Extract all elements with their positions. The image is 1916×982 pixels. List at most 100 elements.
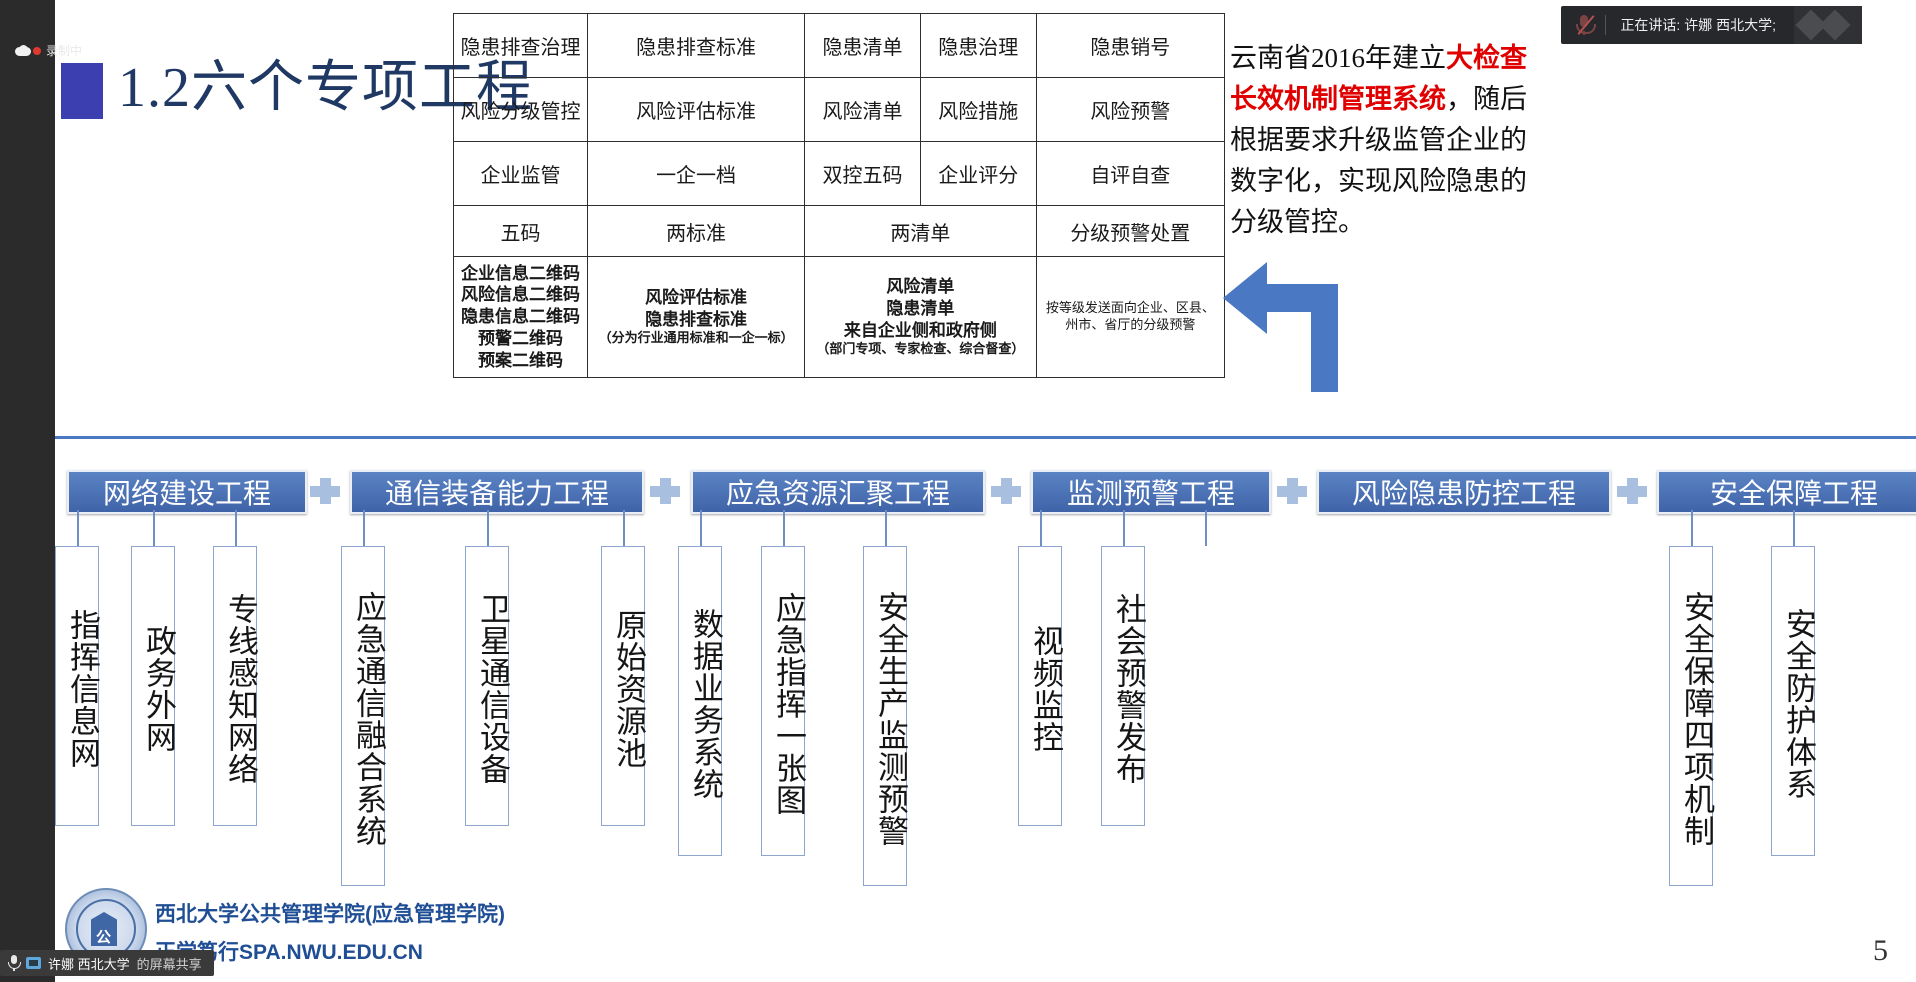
note-part2: ，随后根据要求升级监管企业的数字化，实现风险隐患的分级管控。 [1230,84,1527,238]
leaf-box-1-0: 应急通信融合系统 [341,546,386,886]
mic-muted-icon [1575,13,1597,37]
project-bar-2[interactable]: 应急资源汇聚工程 [691,470,985,514]
project-bar-5[interactable]: 安全保障工程 [1657,470,1916,514]
project-bar-label-2: 应急资源汇聚工程 [725,479,950,510]
recording-indicator[interactable]: 录制中 [15,42,82,59]
cell-r1c2: 隐患排查标准 [587,13,806,78]
footer-line-2: 正学笃行SPA.NWU.EDU.CN [155,941,423,964]
stub [1123,510,1125,546]
leaf-box-0-2: 专线感知网络 [213,546,258,826]
screen-share-icon [26,957,41,969]
cell-r2c3: 风险清单 [804,77,921,142]
leaf-box-3-1: 视频监控 [1018,546,1063,826]
table-row: 风险分级管控 风险评估标准 风险清单 风险措施 风险预警 [452,77,1226,142]
plus-icon-4 [1617,478,1647,504]
detail-standards: 风险评估标准隐患排查标准 [645,287,748,329]
project-bar-label-4: 风险隐患防控工程 [1351,479,1576,510]
cell-r3c5: 自评自查 [1035,141,1226,206]
stub [1040,510,1042,546]
stub [1205,510,1207,546]
tree-connector-line [55,436,1916,439]
cell-r5c4: 按等级发送面向企业、区县、州市、省厅的分级预警 [1035,256,1226,378]
cell-r1c3: 隐患清单 [804,13,921,78]
stub [1793,510,1795,546]
logo-char: 公 [96,929,112,946]
divider [1605,15,1607,35]
leaf-box-5-1: 安全防护体系 [1771,546,1816,856]
project-bar-1[interactable]: 通信装备能力工程 [350,470,644,514]
stub [235,510,237,546]
share-suffix-label: 的屏幕共享 [136,956,202,972]
cell-r4c4: 分级预警处置 [1035,205,1226,257]
plus-icon-3 [1277,478,1307,504]
cell-r2c2: 风险评估标准 [587,77,806,142]
recording-label: 录制中 [46,44,83,58]
leaf-box-5-0: 安全保障四项机制 [1669,546,1714,886]
table-row: 五码 两标准 两清单 分级预警处置 [452,205,1226,257]
stub [1691,510,1693,546]
leaf-box-1-1: 卫星通信设备 [465,546,510,826]
cell-r4c2: 两标准 [587,205,806,257]
screen-share-status-bar[interactable]: 许娜 西北大学 的屏幕共享 [0,950,214,976]
project-bar-4[interactable]: 风险隐患防控工程 [1317,470,1611,514]
cell-r2c1: 风险分级管控 [452,77,589,142]
leaf-box-2-0: 原始资源池 [601,546,646,826]
cell-r3c1: 企业监管 [452,141,589,206]
stub [623,510,625,546]
detail-lists: 风险清单隐患清单来自企业侧和政府侧 [843,277,997,340]
stub [363,510,365,546]
title-accent-square [61,63,103,119]
cell-r3c4: 企业评分 [919,141,1037,206]
window-left-rail [0,0,55,982]
plus-icon-2 [991,478,1021,504]
cell-r5c3: 风险清单隐患清单来自企业侧和政府侧 （部门专项、专家检查、综合督查） [804,256,1037,378]
project-bar-label-3: 监测预警工程 [1066,479,1235,510]
video-thumbnail-placeholder[interactable] [1794,6,1862,44]
side-note: 云南省2016年建立大检查长效机制管理系统，随后根据要求升级监管企业的数字化，实… [1230,38,1530,243]
cell-r1c4: 隐患治理 [919,13,1037,78]
leaf-box-3-0: 安全生产监测预警 [863,546,908,886]
plus-icon-1 [650,478,680,504]
stub [700,510,702,546]
project-bar-label-5: 安全保障工程 [1709,479,1878,510]
leaf-box-2-2: 应急指挥一张图 [761,546,806,856]
active-speaker-label: 正在讲话: 许娜 西北大学; [1620,17,1776,33]
detail-warning: 按等级发送面向企业、区县、州市、省厅的分级预警 [1045,300,1215,332]
footer-line-1: 西北大学公共管理学院(应急管理学院) [155,903,505,926]
plus-icon-0 [310,478,340,504]
record-dot-icon [33,46,41,55]
leaf-box-2-1: 数据业务系统 [678,546,723,856]
cell-r1c1: 隐患排查治理 [452,13,589,78]
leaf-box-0-1: 政务外网 [131,546,176,826]
cell-r5c1: 企业信息二维码风险信息二维码隐患信息二维码预警二维码预案二维码 [452,256,589,378]
cell-r3c2: 一企一档 [587,141,806,206]
project-bar-0[interactable]: 网络建设工程 [67,470,307,514]
detail-lists-note: （部门专项、专家检查、综合督查） [816,341,1025,357]
project-bar-label-0: 网络建设工程 [102,479,271,510]
detail-standards-note: （分为行业通用标准和一企一标） [598,330,794,346]
stub [77,510,79,546]
stub [885,510,887,546]
note-highlight: 大检查长效机制管理系统 [1230,43,1527,115]
elbow-arrow-icon [1223,262,1338,392]
cell-r4c3: 两清单 [804,205,1037,257]
cell-r1c5: 隐患销号 [1035,13,1226,78]
leaf-box-0-0: 指挥信息网 [55,546,100,826]
slide-canvas: 1.2六个专项工程 隐患排查治理 隐患排查标准 隐患清单 隐患治理 隐患销号 风… [55,0,1916,982]
six-projects-table: 隐患排查治理 隐患排查标准 隐患清单 隐患治理 隐患销号 风险分级管控 风险评估… [452,13,1226,378]
cell-r4c1: 五码 [452,205,589,257]
cell-r2c4: 风险措施 [919,77,1037,142]
project-bar-3[interactable]: 监测预警工程 [1031,470,1271,514]
stub [153,510,155,546]
cloud-recording-icon [15,44,33,57]
active-speaker-bar[interactable]: 正在讲话: 许娜 西北大学; [1561,6,1862,44]
stub [783,510,785,546]
cell-r3c3: 双控五码 [804,141,921,206]
note-part1: 云南省2016年建立 [1230,43,1446,73]
cell-r2c5: 风险预警 [1035,77,1226,142]
share-user-name: 许娜 西北大学 [48,956,130,972]
page-number: 5 [1873,934,1888,967]
detail-codes: 企业信息二维码风险信息二维码隐患信息二维码预警二维码预案二维码 [461,263,580,370]
mic-icon [8,955,21,971]
